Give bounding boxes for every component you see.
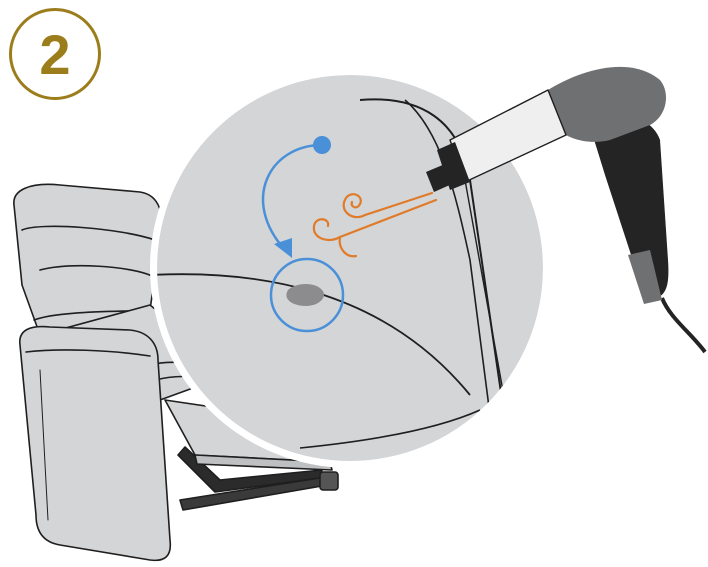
stain-mark	[286, 284, 324, 306]
